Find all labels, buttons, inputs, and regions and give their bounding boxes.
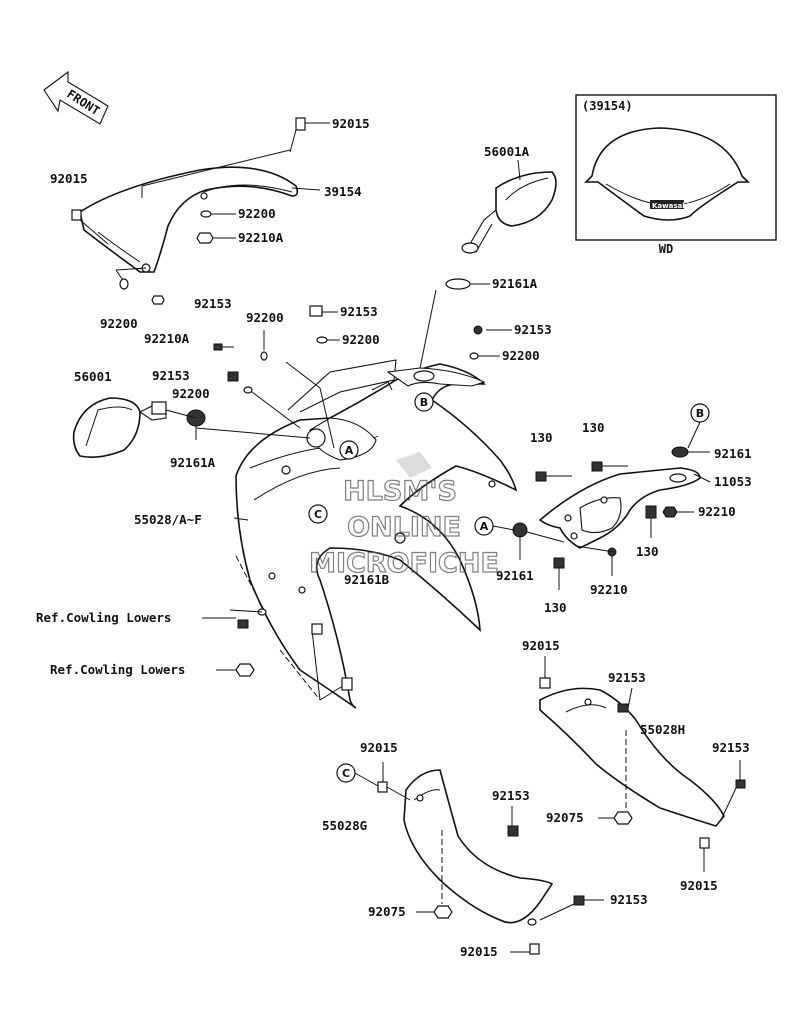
inset-part-number: (39154): [582, 99, 633, 113]
side-panel-left-part: [377, 762, 604, 955]
label-92015: 92015: [360, 740, 398, 755]
label-92153: 92153: [492, 788, 530, 803]
inset-variant-label: WD: [659, 242, 673, 256]
label-92153: 92153: [514, 322, 552, 337]
label-130: 130: [544, 600, 567, 615]
label-92210: 92210: [590, 582, 628, 597]
nut-92210a: [196, 232, 214, 244]
nut-92015-left: [71, 209, 82, 221]
label-92161: 92161: [496, 568, 534, 583]
label-92200: 92200: [342, 332, 380, 347]
label-130: 130: [530, 430, 553, 445]
callout-c-upper-text: C: [314, 508, 322, 521]
label-92153: 92153: [712, 740, 750, 755]
watermark: HLSM'S ONLINE MICROFICHE: [308, 475, 499, 579]
label-56001: 56001: [74, 369, 112, 384]
callout-b-upper-text: B: [420, 396, 428, 409]
label-55028g: 55028G: [322, 818, 367, 833]
upper-cowling-part: [195, 359, 518, 709]
callout-a-right: A: [474, 516, 494, 536]
callout-b-upper: B: [414, 392, 434, 412]
callout-a-upper: A: [339, 440, 359, 460]
mirror-right-part: [445, 159, 557, 290]
label-92153: 92153: [340, 304, 378, 319]
label-92200: 92200: [172, 386, 210, 401]
washer-92200: [200, 210, 212, 218]
label-55028h: 55028H: [640, 722, 685, 737]
front-arrow-icon: FRONT: [43, 70, 109, 125]
side-panel-right-part: [539, 656, 746, 872]
label-92153: 92153: [608, 670, 646, 685]
callout-c-lower-text: C: [342, 767, 350, 780]
label-92015: 92015: [680, 878, 718, 893]
grommet-92161-b: [671, 446, 689, 458]
grommet-92161a-top: [445, 278, 471, 290]
label-55028: 55028/A~F: [134, 512, 202, 527]
watermark-line2: ONLINE: [347, 512, 461, 543]
label-92210: 92210: [698, 504, 736, 519]
grommet-92161-a: [512, 522, 528, 538]
label-92161b: 92161B: [344, 572, 390, 587]
label-92200: 92200: [100, 316, 138, 331]
label-56001a: 56001A: [484, 144, 530, 159]
windshield-inset: (39154) Kawasaki WD: [575, 94, 777, 256]
label-92200: 92200: [246, 310, 284, 325]
label-92161: 92161: [714, 446, 752, 461]
watermark-line3: MICROFICHE: [309, 548, 499, 579]
label-92015: 92015: [522, 638, 560, 653]
label-92075: 92075: [546, 810, 584, 825]
windshield-part: [79, 129, 321, 283]
label-92015: 92015: [460, 944, 498, 959]
label-92161a: 92161A: [492, 276, 538, 291]
ref-lower-hardware: [202, 608, 267, 677]
nut-92015-top: [295, 117, 306, 131]
callout-a-upper-text: A: [345, 444, 354, 457]
mirror-left-part: [72, 397, 206, 458]
label-92161a: 92161A: [170, 455, 216, 470]
center-hardware: [213, 305, 512, 449]
label-92075: 92075: [368, 904, 406, 919]
inner-bracket-part: [512, 446, 711, 590]
callout-c-lower: C: [336, 763, 356, 783]
label-130: 130: [636, 544, 659, 559]
label-92210a: 92210A: [144, 331, 190, 346]
callout-b-right-text: B: [696, 407, 704, 420]
brand-text: Kawasaki: [652, 202, 689, 210]
brand-plate: [650, 200, 684, 209]
label-ref-cowling-lowers: Ref.Cowling Lowers: [36, 610, 171, 625]
label-92153: 92153: [610, 892, 648, 907]
label-92200: 92200: [238, 206, 276, 221]
label-39154: 39154: [324, 184, 362, 199]
callout-b-right: B: [690, 403, 710, 423]
label-92153: 92153: [194, 296, 232, 311]
watermark-line1: HLSM'S: [343, 476, 457, 507]
cowl-top-bracket: [386, 289, 486, 387]
label-11053: 11053: [714, 474, 752, 489]
label-92210a: 92210A: [238, 230, 284, 245]
label-92153: 92153: [152, 368, 190, 383]
label-92200: 92200: [502, 348, 540, 363]
windshield-hardware: [71, 117, 330, 305]
label-92015: 92015: [50, 171, 88, 186]
label-92015: 92015: [332, 116, 370, 131]
label-130: 130: [582, 420, 605, 435]
label-ref-cowling-lowers: Ref.Cowling Lowers: [50, 662, 185, 677]
callout-a-right-text: A: [480, 520, 489, 533]
callout-c-upper: C: [308, 504, 328, 524]
